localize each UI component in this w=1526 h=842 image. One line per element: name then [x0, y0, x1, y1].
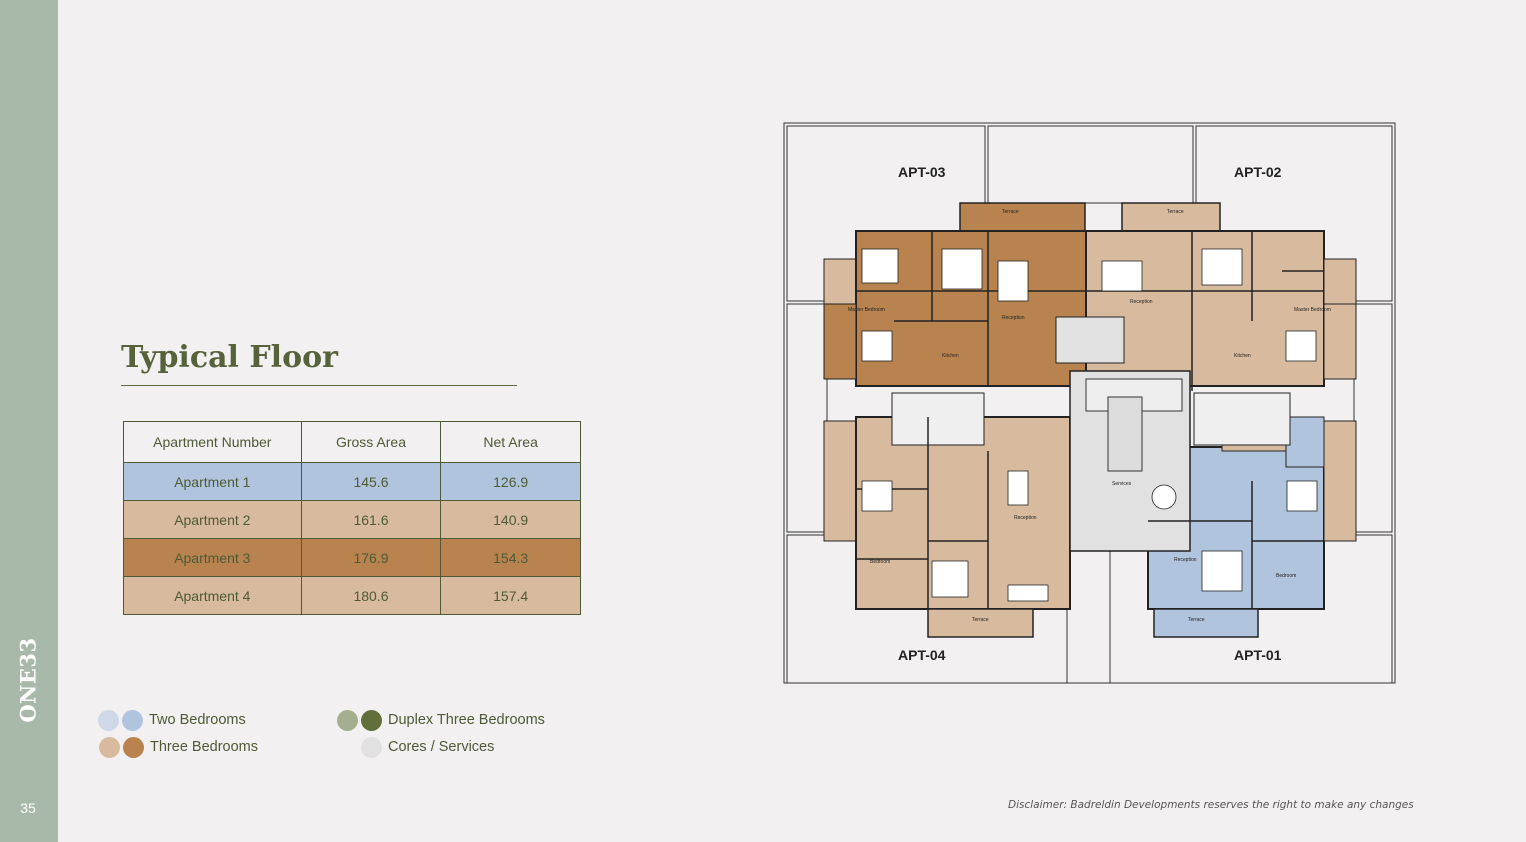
- net-area: 140.9: [440, 500, 581, 539]
- table-row: Apartment 4 180.6 157.4: [123, 576, 581, 615]
- apt-01-label: APT-01: [1234, 647, 1282, 663]
- col-header-apartment: Apartment Number: [123, 421, 302, 463]
- apt-04-zone: [823, 416, 1071, 638]
- apt-04-label: APT-04: [898, 647, 946, 663]
- page-number: 35: [20, 800, 36, 816]
- table-row: Apartment 1 145.6 126.9: [123, 462, 581, 501]
- room-label: Bedroom: [1276, 573, 1296, 579]
- room-label: Terrace: [1167, 209, 1184, 215]
- net-area: 154.3: [440, 538, 581, 577]
- apartment-name: Apartment 1: [123, 462, 302, 501]
- sidebar-band: ONE33 35: [0, 0, 58, 842]
- legend-label: Three Bedrooms: [150, 739, 258, 755]
- room-label: Kitchen: [1234, 353, 1251, 359]
- legend-item-two-bedrooms: Two Bedrooms: [98, 710, 298, 732]
- apartment-name: Apartment 3: [123, 538, 302, 577]
- apt-03-label: APT-03: [898, 164, 946, 180]
- legend-item-cores: Cores / Services: [361, 737, 561, 759]
- room-label: Kitchen: [942, 353, 959, 359]
- swatch-light: [98, 710, 119, 731]
- gross-area: 176.9: [300, 538, 442, 577]
- brand-logo: ONE33: [15, 637, 41, 723]
- room-label: Master Bedroom: [1294, 307, 1331, 313]
- gross-area: 161.6: [300, 500, 442, 539]
- swatch: [361, 737, 382, 758]
- swatch-light: [337, 710, 358, 731]
- col-header-net: Net Area: [440, 421, 581, 463]
- legend-label: Two Bedrooms: [149, 712, 246, 728]
- apt-02-label: APT-02: [1234, 164, 1282, 180]
- apartment-name: Apartment 2: [123, 500, 302, 539]
- swatch-dark: [122, 710, 143, 731]
- room-label: Reception: [1002, 315, 1025, 321]
- net-area: 157.4: [440, 576, 581, 615]
- floor-plan: Terrace Terrace Reception Reception Rece…: [783, 122, 1396, 684]
- room-label: Reception: [1130, 299, 1153, 305]
- room-label: Master Bedroom: [848, 307, 885, 313]
- net-area: 126.9: [440, 462, 581, 501]
- room-label: Reception: [1014, 515, 1037, 521]
- swatch-dark: [361, 710, 382, 731]
- col-header-gross: Gross Area: [300, 421, 442, 463]
- room-label: Terrace: [972, 617, 989, 623]
- gross-area: 180.6: [300, 576, 442, 615]
- plan-outer-frame: [783, 122, 1396, 684]
- table-row: Apartment 3 176.9 154.3: [123, 538, 581, 577]
- swatch-dark: [123, 737, 144, 758]
- page-title: Typical Floor: [121, 340, 338, 375]
- legend-label: Cores / Services: [388, 739, 495, 755]
- room-label: Bedroom: [870, 559, 890, 565]
- title-underline: [121, 385, 517, 386]
- table-row: Apartment 2 161.6 140.9: [123, 500, 581, 539]
- room-label: Terrace: [1002, 209, 1019, 215]
- legend-item-duplex: Duplex Three Bedrooms: [337, 710, 567, 732]
- disclaimer-text: Disclaimer: Badreldin Developments reser…: [1008, 799, 1414, 811]
- gross-area: 145.6: [300, 462, 442, 501]
- table-header-row: Apartment Number Gross Area Net Area: [123, 421, 581, 463]
- legend-label: Duplex Three Bedrooms: [388, 712, 545, 728]
- room-label: Reception: [1174, 557, 1197, 563]
- room-label: Services: [1112, 481, 1132, 487]
- area-table: Apartment Number Gross Area Net Area Apa…: [123, 421, 581, 615]
- legend-item-three-bedrooms: Three Bedrooms: [99, 737, 299, 759]
- apartment-name: Apartment 4: [123, 576, 302, 615]
- room-label: Terrace: [1188, 617, 1205, 623]
- swatch-light: [99, 737, 120, 758]
